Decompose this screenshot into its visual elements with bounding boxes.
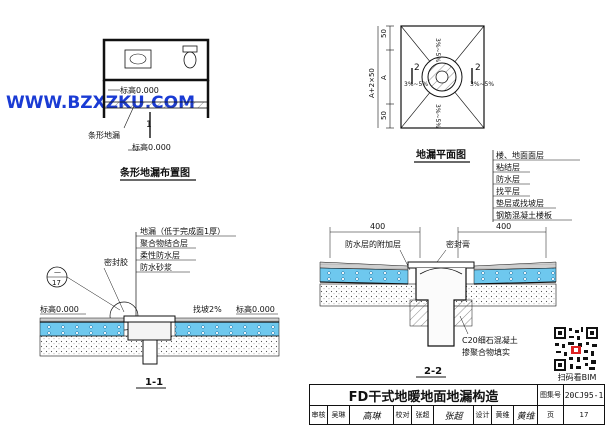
- check-name: 张超: [412, 406, 434, 424]
- washbasin: [124, 49, 152, 69]
- concrete-note-2: 掺聚合物填实: [462, 347, 510, 357]
- atlas-number: 20CJ95-1: [564, 385, 604, 406]
- design-name: 黄维: [492, 406, 514, 424]
- strip-drain-label: 条形地漏: [88, 130, 120, 140]
- drain-channel: [127, 321, 172, 341]
- callout-mortar: 防水砂浆: [140, 262, 172, 272]
- sealant-label: 密封胶: [104, 257, 128, 267]
- dim-total: A+2×50: [368, 68, 376, 98]
- callout-drain: 地漏（低于完成面1厚）: [140, 226, 225, 236]
- legend-item: 钢筋混凝土楼板: [496, 210, 552, 220]
- drain-outlet: [142, 339, 158, 365]
- infill-concrete: [409, 299, 429, 327]
- slope-bottom: 3%~5%: [434, 104, 441, 128]
- signature-row: 审核 吴琳 高琳 校对 张超 张超 设计 黄维 黄维 页 17: [310, 406, 604, 424]
- drawing-title: FD干式地暖地面地漏构造: [310, 385, 538, 406]
- elevation-right: 标高0.000: [236, 304, 275, 314]
- dim-400-left: 400: [370, 222, 385, 231]
- dim-a: A: [380, 75, 388, 80]
- elevation-label-lower: 标高0.000: [132, 142, 171, 152]
- floor-drain-plan-title: 地漏平面图: [416, 148, 466, 161]
- legend-item: 粘结层: [496, 162, 520, 172]
- extra-layer-label: 防水层的附加层: [345, 239, 401, 249]
- slope-label: 找坡2%: [193, 304, 222, 314]
- review-signature: 高琳: [350, 406, 394, 424]
- check-label: 校对: [394, 406, 412, 424]
- callout-bond-layer: 聚合物结合层: [140, 238, 188, 248]
- floor-drain-outline: [400, 25, 485, 129]
- dim-50-top: 50: [380, 29, 388, 38]
- strip-drain: [103, 101, 209, 109]
- review-label: 审核: [310, 406, 328, 424]
- drain-grate-section: [123, 315, 176, 323]
- page-label: 页: [538, 406, 564, 424]
- drain-grate-section: [407, 261, 475, 269]
- section-mark-2-right: 2: [475, 63, 481, 73]
- section-2-title: 2-2: [424, 366, 442, 377]
- slope-left: 3%~5%: [404, 81, 428, 88]
- slope-right: 3%~5%: [470, 81, 494, 88]
- section-mark-2-left: 2: [414, 63, 420, 73]
- qr-caption: 扫码看BIM: [557, 373, 597, 382]
- section-2-2: 400 400 防水层的附加层 密封膏 C20细石混凝土 掺聚合物填实 2-2: [319, 222, 557, 378]
- legend-item: 防水层: [496, 174, 520, 184]
- strip-drain-plan: 标高0.000 条形地漏 1 标高0.000 条形地漏布置图: [88, 38, 210, 181]
- detail-index-bottom: 17: [52, 279, 61, 287]
- floor-drain-plan: 50 A 50 A+2×50 3%~5% 3%~5% 3%~5% 3%~5% 2…: [368, 25, 494, 163]
- dim-400-right: 400: [496, 222, 511, 231]
- heating-layer: [319, 267, 409, 285]
- detail-index-top: —: [54, 268, 61, 276]
- sealant-paste-label: 密封膏: [446, 239, 470, 249]
- section-1-title: 1-1: [145, 377, 163, 388]
- heating-layer: [39, 321, 125, 337]
- legend-item: 垫层或找坡层: [496, 198, 544, 208]
- callout-waterproof: 柔性防水层: [140, 250, 180, 260]
- slope-top: 3%~5%: [434, 38, 441, 62]
- legend-item: 楼、地面面层: [496, 150, 544, 160]
- bathroom-wall-outline: [102, 38, 210, 82]
- title-block: FD干式地暖地面地漏构造 图集号 20CJ95-1 审核 吴琳 高琳 校对 张超…: [309, 384, 605, 425]
- elevation-left: 标高0.000: [40, 304, 79, 314]
- concrete-note-1: C20细石混凝土: [462, 335, 518, 345]
- page-number: 17: [579, 411, 589, 419]
- toilet-bowl: [183, 51, 197, 69]
- design-signature: 黄维: [514, 406, 538, 424]
- check-signature: 张超: [434, 406, 474, 424]
- section-mark-1: 1: [146, 120, 152, 130]
- elevation-label-upper: 标高0.000: [120, 85, 159, 95]
- layers-legend: 楼、地面面层 粘结层 防水层 找平层 垫层或找坡层 钢筋混凝土楼板: [492, 150, 580, 222]
- legend-item: 找平层: [496, 186, 520, 196]
- toilet-tank: [182, 45, 198, 53]
- strip-drain-plan-title: 条形地漏布置图: [119, 166, 190, 179]
- qr-code-icon: [553, 326, 599, 372]
- dim-50-bottom: 50: [380, 111, 388, 120]
- design-label: 设计: [474, 406, 492, 424]
- section-1-1: 地漏（低于完成面1厚） 聚合物结合层 柔性防水层 防水砂浆 — 17 密封胶 标…: [39, 226, 280, 389]
- atlas-label: 图集号: [538, 385, 564, 406]
- review-name: 吴琳: [328, 406, 350, 424]
